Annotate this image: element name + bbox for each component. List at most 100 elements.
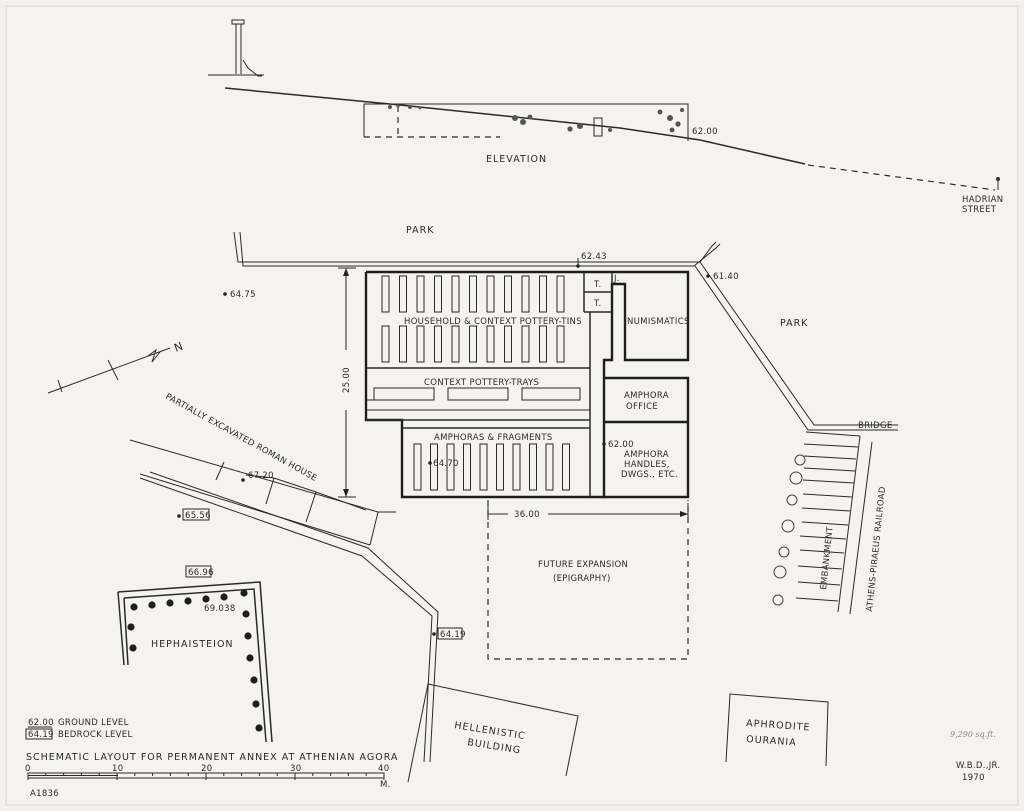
level-62-00-annex: 62.00: [608, 440, 634, 450]
toilet-room-1-label: T.: [593, 280, 602, 290]
hellenistic-building-outline: [407, 683, 579, 783]
shelf-unit: [545, 443, 554, 491]
scale-tick-40: 40: [378, 764, 389, 774]
level-64-75: 64.75: [230, 290, 256, 300]
shelf-unit: [430, 443, 438, 491]
column-dot: [129, 644, 137, 652]
shelf-unit: [539, 275, 547, 313]
hephaisteion-outline: [117, 581, 273, 743]
column-dot: [127, 623, 135, 631]
janitor-room-label: J.: [613, 274, 620, 284]
dimension-depth-label: 25.00: [342, 367, 352, 393]
dimension-depth: [338, 267, 356, 498]
shelf-unit: [562, 443, 570, 491]
level-64-19: 64.19: [440, 630, 466, 640]
shelving-context-trays: [366, 387, 590, 411]
elevation-ground-dashed: [807, 164, 996, 191]
trees-icon: [772, 454, 806, 606]
shelf-unit: [504, 275, 512, 313]
legend: 62.00 GROUND LEVEL 64.19 BEDROCK LEVEL: [25, 718, 132, 740]
aphrodite-outline: [725, 693, 829, 767]
dimension-width-label: 36.00: [514, 510, 540, 520]
author-name: W.B.D.,JR.: [956, 761, 1000, 771]
shelf-unit: [416, 275, 425, 313]
roman-house-walls: [129, 439, 396, 546]
shelving-household-row-2: [381, 325, 565, 363]
column-dot: [250, 676, 258, 684]
shelf-unit: [556, 325, 565, 363]
paper-sheet: [5, 5, 1019, 806]
amphora-handles-label-3: DWGS., ETC.: [621, 470, 678, 480]
shelf-unit: [504, 325, 512, 363]
shelf-unit: [451, 325, 460, 363]
context-trays-label: CONTEXT POTTERY-TRAYS: [424, 378, 539, 388]
monument-column-icon: [208, 19, 264, 77]
shelf-unit: [529, 443, 537, 491]
amphora-office-label: AMPHORA: [624, 391, 669, 401]
future-expansion-label: FUTURE EXPANSION: [538, 560, 628, 570]
shelf-unit: [463, 443, 471, 491]
aphrodite-label: APHRODITE: [746, 718, 811, 733]
hadrian-street-label: HADRIAN: [962, 195, 1003, 205]
embankment-hatching: [795, 431, 873, 615]
elevation-level-label: 62.00: [692, 127, 718, 137]
east-road: [694, 261, 898, 431]
hadrian-street-label-2: STREET: [962, 205, 997, 215]
shelf-unit: [434, 275, 442, 313]
scale-unit: M.: [380, 780, 391, 790]
scale-bar: [27, 772, 385, 780]
shelf-unit: [469, 275, 477, 313]
column-dot: [130, 603, 138, 611]
bridge-label: BRIDGE: [858, 421, 893, 431]
column-dot: [220, 593, 228, 601]
column-dot: [255, 724, 263, 732]
north-arrow-label: N: [172, 339, 186, 355]
elevation-building-outline: [363, 103, 689, 141]
north-arrow-icon: [47, 347, 171, 394]
elevation-section: 62.00 ELEVATION HADRIAN STREET: [208, 19, 1003, 215]
shelving-amphoras: [413, 443, 570, 491]
shelf-unit: [496, 443, 504, 491]
column-dot: [184, 597, 192, 605]
legend-ground-value: 62.00: [28, 718, 54, 728]
shelf-unit: [556, 275, 565, 313]
level-64-70: 64.70: [433, 459, 459, 469]
hephaisteion-columns: [127, 589, 263, 732]
drawing-title: SCHEMATIC LAYOUT FOR PERMANENT ANNEX AT …: [26, 752, 398, 763]
area-note: 9,290 sq.ft.: [950, 730, 996, 739]
column-dot: [148, 601, 156, 609]
column-dot: [240, 589, 248, 597]
future-expansion-outline: [487, 500, 689, 660]
column-dot: [166, 599, 174, 607]
household-pottery-label: HOUSEHOLD & CONTEXT POTTERY-TINS: [404, 317, 582, 327]
column-dot: [202, 595, 210, 603]
shelf-unit: [381, 275, 390, 313]
shelf-unit: [399, 275, 407, 313]
park-north-label: PARK: [406, 225, 434, 236]
shelf-unit: [479, 443, 488, 491]
park-east-label: PARK: [780, 318, 808, 329]
column-dot: [242, 610, 250, 618]
level-66-96: 66.96: [188, 568, 214, 578]
shelf-unit: [469, 325, 477, 363]
shelf-unit: [434, 325, 442, 363]
shelf-unit: [486, 275, 495, 313]
elevation-ground-line: [224, 87, 806, 165]
west-road: [139, 477, 433, 763]
level-61-40: 61.40: [713, 272, 739, 282]
legend-ground-label: GROUND LEVEL: [58, 718, 129, 728]
level-65-56: 65.56: [185, 511, 211, 521]
shelf-unit: [512, 443, 521, 491]
column-dot: [244, 632, 252, 640]
amphora-office-label-2: OFFICE: [626, 402, 658, 412]
shelf-unit: [399, 325, 407, 363]
elevation-rubble: [388, 104, 684, 133]
legend-bedrock-value: 64.19: [28, 730, 54, 740]
shelf-unit: [446, 443, 455, 491]
author-year: 1970: [962, 773, 985, 783]
scale-tick-10: 10: [112, 764, 123, 774]
aphrodite-label-2: OURANIA: [746, 734, 797, 749]
shelf-unit: [451, 275, 460, 313]
scale-tick-0: 0: [25, 764, 31, 774]
